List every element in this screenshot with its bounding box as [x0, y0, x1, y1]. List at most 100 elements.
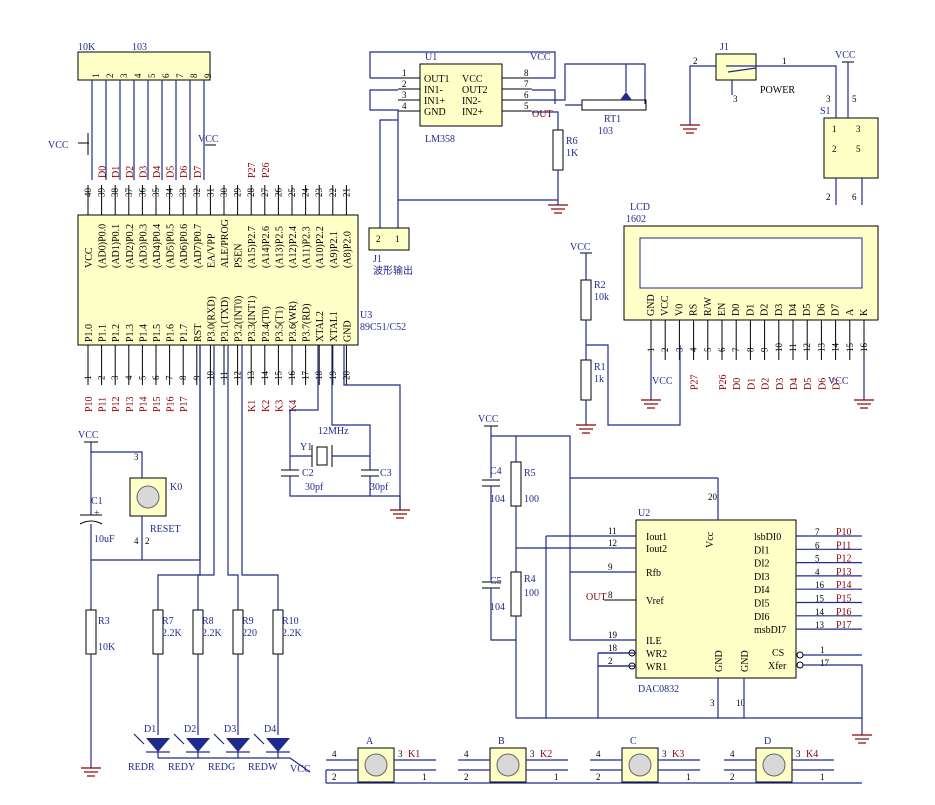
mcu-top-pin-num: 36 — [137, 188, 147, 198]
lcd-pin-net: D1 — [746, 378, 757, 390]
svg-text:4: 4 — [730, 749, 735, 759]
svg-text:2: 2 — [693, 56, 698, 66]
svg-text:2: 2 — [826, 192, 831, 202]
header-right-label: 103 — [132, 42, 147, 53]
mcu-bot-pin-num: 16 — [287, 371, 297, 381]
led-name: REDG — [208, 762, 235, 773]
mcu-bot-pin-name: P1.3 — [125, 324, 136, 342]
dac-right-pin: 6 — [815, 540, 820, 550]
mcu-top-net: D2 — [125, 166, 136, 178]
dac-cs: CS — [772, 648, 784, 659]
dac-right-name: lsbDI0 — [754, 532, 781, 543]
vcc-reset-label: VCC — [78, 430, 99, 441]
mcu-bot-pin-num: 8 — [178, 375, 188, 380]
output-connector-j1: 2 1 J1 波形输出 — [368, 227, 413, 277]
led-resistor-value: 2.2K — [202, 628, 223, 639]
svg-text:3: 3 — [710, 698, 715, 708]
opamp-right-name: IN2+ — [462, 107, 484, 118]
mcu-top-pin-num: 21 — [341, 188, 351, 197]
dac-chip: U2 DAC0832 Vcc GND GND CS Xfer 20 3 10 1… — [586, 492, 862, 708]
mcu-top-net: D5 — [166, 166, 177, 178]
opamp-right-pin: 8 — [524, 68, 529, 78]
mcu-bot-pin-num: 12 — [233, 371, 243, 380]
mcu-top-net: P26 — [261, 162, 272, 178]
mcu-top-pin-name: (AD2)P0.2 — [125, 224, 136, 268]
mcu-top-pin-num: 32 — [192, 188, 202, 197]
mcu-bot-pin-num: 13 — [246, 371, 256, 381]
svg-text:10k: 10k — [594, 292, 609, 303]
dac-right-pin: 5 — [815, 554, 820, 564]
mcu-top-pin-name: (A8)P2.0 — [342, 231, 353, 268]
opamp-left-name: IN1- — [424, 85, 443, 96]
dac-right-net: P10 — [836, 527, 852, 538]
key-ref: B — [498, 736, 505, 747]
key-ref: A — [366, 736, 374, 747]
mcu-bot-pin-num: 19 — [328, 371, 338, 381]
key-cap[interactable] — [762, 753, 786, 777]
vcc-led-label: VCC — [290, 764, 311, 775]
mcu-bot-net: P14 — [138, 396, 149, 412]
reset-button-k0[interactable]: K0 RESET 3 4 2 — [129, 452, 182, 546]
header-pin-num: 5 — [147, 73, 157, 78]
dac-right-pin: 7 — [815, 527, 820, 537]
mcu-bot-pin-num: 11 — [219, 371, 229, 380]
dac-right-name: msbDI7 — [754, 625, 786, 636]
mcu-top-pin-num: 37 — [124, 188, 134, 198]
mcu-top-pin-name: (AD4)P0.4 — [152, 224, 163, 268]
s1-pin-right: 3 — [856, 124, 861, 134]
led-resistor-ref: R8 — [202, 616, 214, 627]
resistor-r2: R2 10k — [580, 279, 609, 321]
svg-text:1: 1 — [820, 772, 825, 782]
dac-right-name: DI3 — [754, 572, 770, 583]
crystal-y1: Y1 12MHz — [300, 426, 349, 467]
key-cap[interactable] — [628, 753, 652, 777]
rt1-ref: RT1 — [604, 114, 621, 125]
mcu-top-pin-name: (AD6)P0.6 — [179, 224, 190, 268]
mcu-bot-pin-num: 15 — [273, 371, 283, 381]
key-cap[interactable] — [364, 753, 388, 777]
ground-crystal — [390, 509, 410, 519]
led-resistor-value: 2.2K — [282, 628, 303, 639]
svg-text:R3: R3 — [98, 616, 110, 627]
dac-gnd1: GND — [714, 650, 725, 672]
dac-left-name: Iout1 — [646, 532, 667, 543]
dac-right-net: P11 — [836, 540, 851, 551]
mcu-bot-pin-num: 17 — [301, 371, 311, 381]
dac-right-name: DI2 — [754, 559, 770, 570]
mcu-top-pin-num: 23 — [314, 188, 324, 198]
dac-xfer: Xfer — [768, 661, 787, 672]
header-pin-num: 7 — [175, 73, 185, 78]
key-ref: D — [764, 736, 771, 747]
reset-button-cap[interactable] — [136, 485, 160, 509]
dac-right-pin: 13 — [815, 620, 825, 630]
capacitor-c3: C3 30pf — [361, 468, 392, 493]
led-resistor-value: 2.2K — [162, 628, 183, 639]
dac-right-net: P17 — [836, 620, 852, 631]
led-resistor-ref: R9 — [242, 616, 254, 627]
header-left-label: 10K — [78, 42, 96, 53]
s1-pin-left: 2 — [832, 144, 837, 154]
dac-right-name: DI6 — [754, 612, 770, 623]
capacitor-c1: C1 + 10uF — [79, 496, 115, 545]
svg-text:3: 3 — [530, 749, 535, 759]
lcd-pin-name: D7 — [831, 304, 842, 316]
mcu-top-pin-num: 22 — [328, 188, 338, 197]
mcu-top-pin-name: (AD7)P0.7 — [193, 224, 204, 268]
opamp-left-name: OUT1 — [424, 74, 450, 85]
mcu-ref: U3 — [360, 310, 372, 321]
key-cap[interactable] — [496, 753, 520, 777]
mcu-top-pin-name: EA/VPP — [206, 233, 217, 268]
key-net: K2 — [540, 749, 552, 760]
resistor-r1: R1 1k — [580, 359, 606, 401]
ground-lcd-k — [854, 399, 874, 409]
s1-pin-top: 3 — [826, 94, 831, 104]
vcc-s1-label: VCC — [835, 50, 856, 61]
svg-text:1: 1 — [395, 234, 400, 244]
mcu-top-pin-name: VCC — [84, 247, 95, 268]
svg-text:R5: R5 — [524, 468, 536, 479]
